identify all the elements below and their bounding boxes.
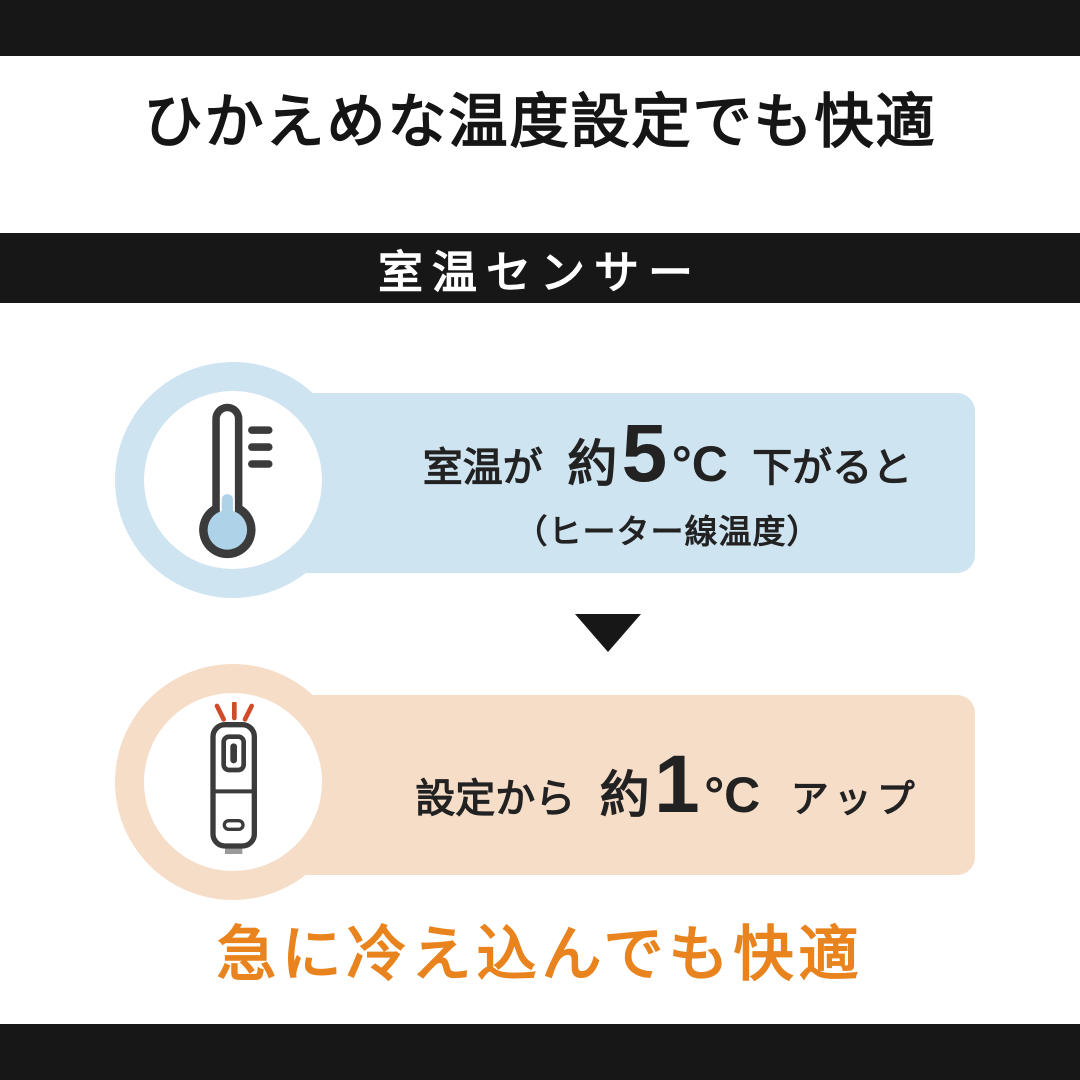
step1-value: 5 — [621, 408, 668, 499]
step1-icon-inner — [144, 391, 322, 569]
step1-note: （ヒーター線温度） — [514, 513, 821, 550]
footer-message: 急に冷え込んでも快適 — [216, 921, 864, 988]
thermometer-icon — [199, 403, 273, 559]
step1-unit: °C — [671, 436, 728, 492]
section-banner: 室温センサー — [0, 233, 1080, 303]
step1-main-line: 室温が 約 5 °C 下がると — [423, 413, 913, 495]
step1-text: 室温が 約 5 °C 下がると （ヒーター線温度） — [360, 393, 975, 573]
step2-unit: °C — [704, 767, 761, 823]
step1-band — [233, 393, 975, 573]
step2-main-line: 設定から 約 1 °C アップ — [415, 744, 920, 826]
step2-icon-inner — [144, 693, 322, 871]
step2-approx: 約 — [599, 767, 650, 823]
step1-approx: 約 — [567, 436, 618, 492]
bottom-border-bar — [0, 1024, 1080, 1080]
step2-text: 設定から 約 1 °C アップ — [360, 695, 975, 875]
page-title: ひかえめな温度設定でも快適 — [143, 89, 937, 155]
heater-controller-icon — [210, 702, 257, 854]
top-border-bar — [0, 0, 1080, 56]
step2-icon-circle — [115, 664, 351, 900]
banner-label: 室温センサー — [377, 246, 702, 298]
step1-suffix: 下がると — [752, 446, 913, 490]
step2-suffix: アップ — [790, 779, 920, 821]
step1-icon-circle — [115, 362, 351, 598]
step2-value: 1 — [654, 739, 700, 830]
down-triangle-icon — [575, 614, 641, 652]
step1-prefix: 室温が — [422, 446, 543, 490]
step2-band — [233, 695, 975, 875]
step2-prefix: 設定から — [415, 777, 576, 821]
